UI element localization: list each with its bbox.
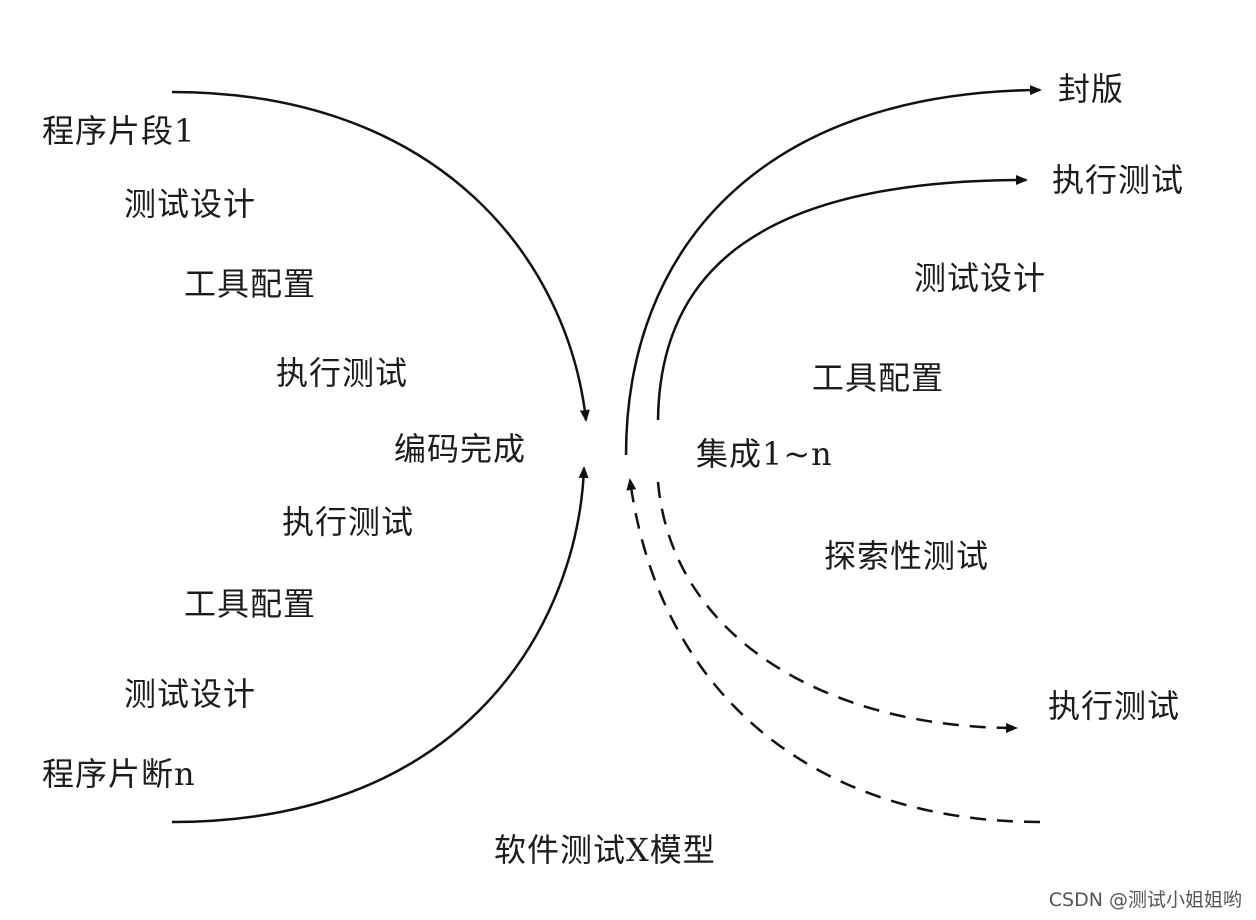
dashed-outer-arrow [626, 478, 1041, 824]
left-upper-arrow [171, 90, 590, 422]
label-test-design-right: 测试设计 [914, 259, 1047, 297]
label-program-segment-n: 程序片断n [42, 755, 196, 793]
label-release-freeze: 封版 [1058, 70, 1125, 108]
label-test-design-bottom-left: 测试设计 [124, 675, 257, 713]
label-test-design-top-left: 测试设计 [124, 185, 257, 223]
label-coding-complete: 编码完成 [394, 430, 527, 468]
label-execute-test-top-right: 执行测试 [1052, 161, 1185, 199]
label-tool-config-right: 工具配置 [812, 359, 945, 397]
left-lower-arrow [171, 466, 589, 824]
dashed-inner-arrow [656, 481, 1018, 733]
right-outer-arrow [624, 85, 1042, 456]
label-execute-test-bottom-left: 执行测试 [282, 503, 415, 541]
right-inner-arrow [656, 175, 1028, 421]
label-execute-test-bottom-right: 执行测试 [1048, 687, 1181, 725]
diagram-caption: 软件测试X模型 [494, 831, 716, 869]
label-integration-1-n: 集成1~n [696, 435, 833, 473]
watermark: CSDN @测试小姐姐哟 [1048, 889, 1242, 911]
label-tool-config-top-left: 工具配置 [184, 265, 317, 303]
label-program-segment-1: 程序片段1 [42, 112, 196, 150]
label-tool-config-bottom-left: 工具配置 [184, 585, 317, 623]
label-execute-test-top-left: 执行测试 [276, 354, 409, 392]
label-exploratory-testing: 探索性测试 [824, 537, 990, 575]
